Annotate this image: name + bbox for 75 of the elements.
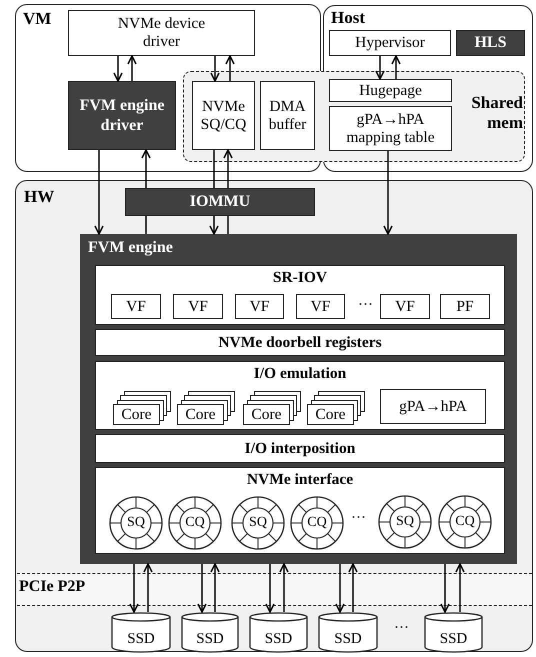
arrow <box>348 563 358 612</box>
function-box: VF <box>235 294 284 319</box>
arrow <box>455 563 465 612</box>
ssd-cylinder: SSD <box>181 612 239 652</box>
arrow <box>210 563 220 612</box>
hypervisor-box: Hypervisor <box>329 30 451 56</box>
arrow <box>197 564 207 613</box>
ssd-cylinder: SSD <box>424 612 483 652</box>
arrow <box>113 56 123 82</box>
function-box: VF <box>296 294 345 319</box>
register-bar: NVMe doorbell registers <box>95 329 505 356</box>
core-box: Core <box>243 404 290 425</box>
iommu-box: IOMMU <box>125 188 315 216</box>
driver-box: FVM engine driver <box>68 81 176 150</box>
bus-label: PCIe P2P <box>19 578 86 596</box>
arrow <box>391 55 401 79</box>
group-title: HW <box>24 187 54 207</box>
ssd-cylinder: SSD <box>111 612 171 652</box>
sriov-section <box>95 265 505 325</box>
function-box: VF <box>111 294 161 319</box>
group-title: FVM engine <box>88 239 173 257</box>
ellipsis: ··· <box>351 510 366 527</box>
queue-ring: CQ <box>168 496 222 550</box>
section-title: I/O emulation <box>252 365 348 383</box>
arrow <box>265 564 275 613</box>
group-title: VM <box>23 9 52 29</box>
ellipsis: ··· <box>358 297 373 314</box>
engine-block <box>80 234 517 564</box>
connector-line <box>145 216 147 234</box>
arrow <box>279 563 289 612</box>
arrow <box>223 149 233 188</box>
interface-section <box>95 467 505 554</box>
ssd-cylinder: SSD <box>318 612 378 652</box>
ssd-cylinder: SSD <box>249 612 308 652</box>
memory-box: Hugepage <box>329 79 452 102</box>
arrow <box>209 216 219 235</box>
driver-box: NVMe device driver <box>68 10 255 56</box>
arrow <box>141 149 151 188</box>
core-box: Core <box>113 404 160 425</box>
queue-ring: SQ <box>231 496 285 550</box>
hardware-panel <box>15 180 533 652</box>
queue-box: NVMe SQ/CQ <box>192 81 255 150</box>
core-box: Core <box>307 404 354 425</box>
function-box: PF <box>440 294 490 319</box>
connector-line <box>213 150 215 188</box>
arrow <box>375 56 385 80</box>
group-title: Host <box>331 8 365 28</box>
table-box: gPA→hPA mapping table <box>329 106 452 151</box>
arrow <box>335 564 345 613</box>
queue-ring: CQ <box>290 496 344 550</box>
translation-box: gPA→hPA <box>380 389 486 424</box>
function-box: VF <box>173 294 223 319</box>
function-box: VF <box>380 294 430 319</box>
arrow <box>127 55 137 81</box>
section-title: NVMe interface <box>246 471 354 489</box>
connector-line <box>227 216 229 234</box>
buffer-box: DMA buffer <box>260 81 315 150</box>
queue-ring: SQ <box>378 495 432 549</box>
region-title: Shared mem <box>470 93 523 134</box>
queue-ring: CQ <box>438 495 492 549</box>
ellipsis: ··· <box>394 620 409 637</box>
core-box: Core <box>177 404 224 425</box>
arrow <box>440 564 450 613</box>
arrow <box>383 151 393 235</box>
arrow <box>129 564 139 613</box>
arrow <box>94 150 104 235</box>
vm-panel <box>15 4 321 172</box>
section-title: SR-IOV <box>272 269 328 287</box>
module-box: HLS <box>456 30 525 56</box>
arrow <box>210 56 220 82</box>
interposition-bar: I/O interposition <box>95 434 505 463</box>
emulation-section <box>95 361 505 430</box>
queue-ring: SQ <box>109 496 163 550</box>
arrow <box>225 55 235 81</box>
arrow <box>143 563 153 612</box>
